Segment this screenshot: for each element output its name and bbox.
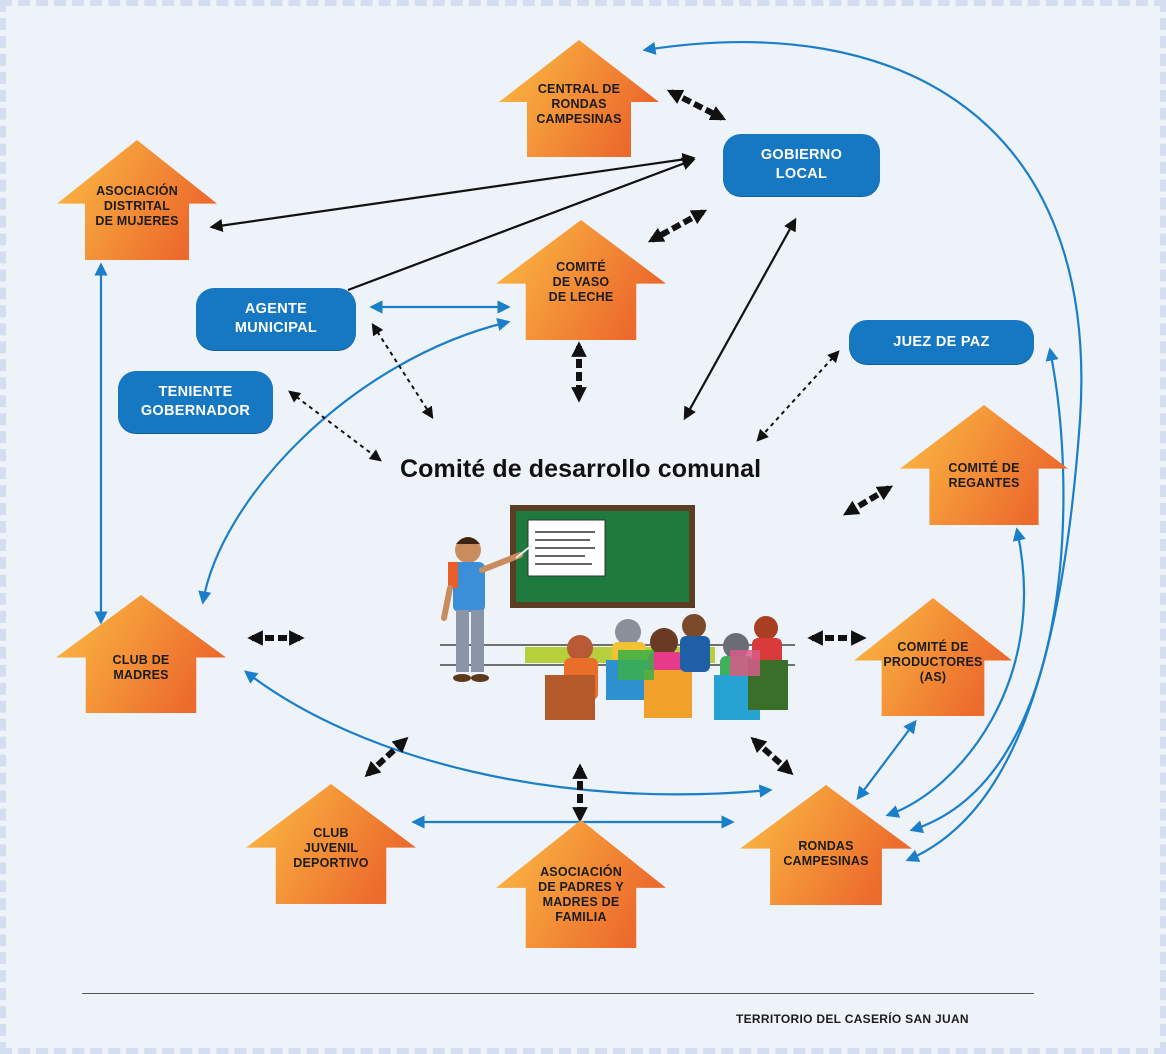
link-regantes-to-comite <box>842 485 894 516</box>
house-padres-familia: ASOCIACIÓN DE PADRES Y MADRES DE FAMILIA <box>496 820 666 948</box>
link-madres-to-rondas <box>243 670 773 798</box>
teacher-figure <box>441 537 533 682</box>
house-rondas-campesinas: RONDAS CAMPESINAS <box>740 785 912 905</box>
link-gobierno-to-agente <box>347 157 696 292</box>
link-gobierno-to-vaso <box>647 209 708 243</box>
link-gobierno-to-comite <box>683 217 797 421</box>
link-central-rondas-to-gobierno <box>666 89 727 121</box>
pill-juez-de-paz: JUEZ DE PAZ <box>849 320 1034 364</box>
link-productores-to-rondas <box>856 719 917 801</box>
bold-links <box>247 89 894 823</box>
link-juvenil-to-comite <box>364 736 409 778</box>
house-central-rondas: CENTRAL DE RONDAS CAMPESINAS <box>499 40 659 157</box>
link-teniente-to-comite <box>288 390 382 462</box>
footer-divider <box>82 993 1034 994</box>
classroom-illustration <box>440 505 795 720</box>
link-regantes-to-rondas <box>885 527 1026 818</box>
link-agente-to-comite <box>371 322 434 420</box>
link-rondas-to-comite <box>750 736 794 776</box>
footer-caption: TERRITORIO DEL CASERÍO SAN JUAN <box>736 1012 969 1026</box>
black-links <box>209 152 797 421</box>
diagram-title: Comité de desarrollo comunal <box>400 455 762 483</box>
house-productores: COMITÉ DE PRODUCTORES (AS) <box>854 598 1012 716</box>
link-juez-to-comite <box>756 350 840 442</box>
house-regantes: COMITÉ DE REGANTES <box>900 405 1068 525</box>
students-group <box>545 614 788 720</box>
house-asociacion-mujeres: ASOCIACIÓN DISTRITAL DE MUJERES <box>57 140 217 260</box>
link-gobierno-to-mujeres <box>209 152 696 233</box>
house-vaso-leche: COMITÉ DE VASO DE LECHE <box>496 220 666 340</box>
house-club-madres: CLUB DE MADRES <box>56 595 226 713</box>
house-club-juvenil: CLUB JUVENIL DEPORTIVO <box>246 784 416 904</box>
dotted-links <box>288 322 840 462</box>
